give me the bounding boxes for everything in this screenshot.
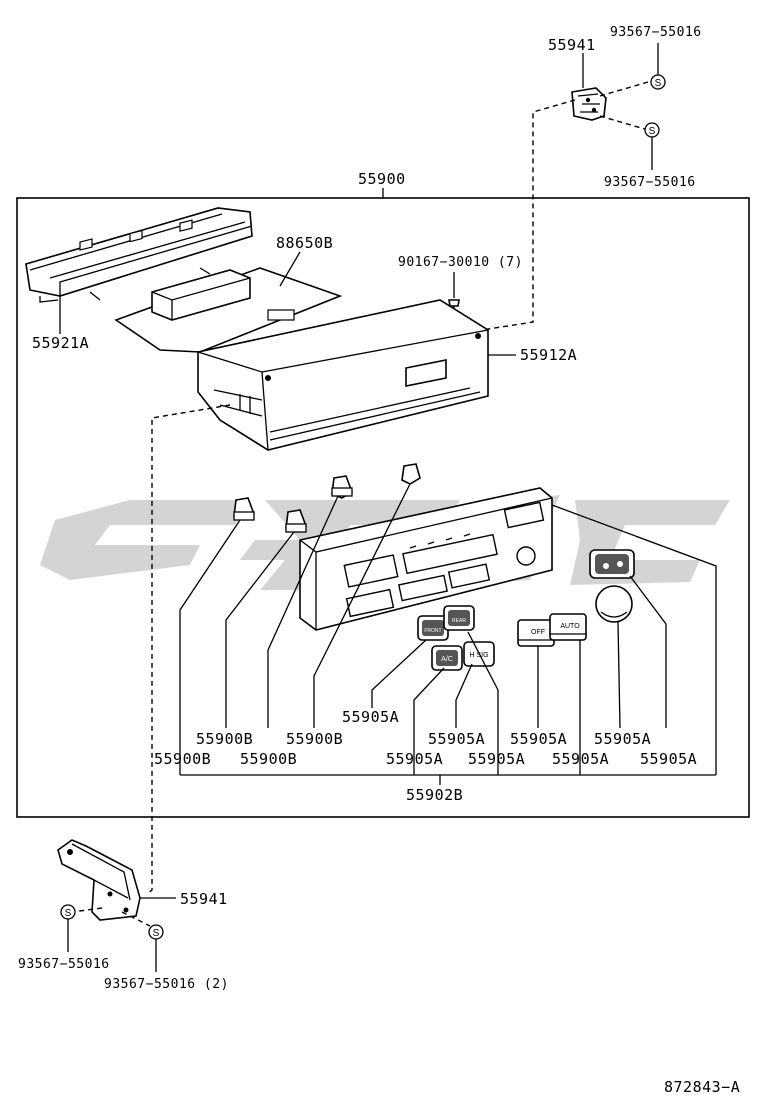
bulb-2: [285, 509, 307, 533]
cover-88650b: [114, 267, 343, 353]
label-bracket-bottom: 55941: [180, 890, 228, 908]
label-screw-bottom-a: 93567−55016: [18, 957, 110, 972]
label-cover: 88650B: [276, 234, 333, 252]
label-panel-55921a: 55921A: [32, 334, 89, 352]
label-screw-top-a: 93567−55016: [610, 25, 702, 40]
label-knob-left-2: 55900B: [240, 750, 297, 768]
svg-text:S: S: [65, 908, 72, 919]
label-bracket-top: 55941: [548, 36, 596, 54]
screw-bottom-b-symbol: S: [148, 924, 164, 940]
svg-text:FRONT: FRONT: [424, 628, 441, 634]
label-screw-bottom-b: 93567−55016 (2): [104, 977, 229, 992]
label-button-3: 55905A: [510, 730, 567, 748]
svg-text:S: S: [655, 78, 662, 89]
label-knob-left-1: 55900B: [154, 750, 211, 768]
svg-text:REAR: REAR: [452, 618, 466, 624]
label-control-panel: 55902B: [406, 786, 463, 804]
label-knob-mid-2: 55900B: [286, 730, 343, 748]
bulb-3: [331, 475, 353, 499]
unit-55912a: [197, 299, 489, 451]
label-screw-90167: 90167−30010 (7): [398, 255, 523, 270]
button-auto: AUTO: [549, 613, 587, 641]
label-button-8: 55905A: [640, 750, 697, 768]
label-assembly: 55900: [358, 170, 406, 188]
bracket-bottom: [57, 839, 141, 921]
label-button-5: 55905A: [386, 750, 443, 768]
label-button-7: 55905A: [552, 750, 609, 768]
svg-text:S: S: [649, 126, 656, 137]
diagram-code: 872843−A: [664, 1078, 740, 1096]
label-button-2: 55905A: [428, 730, 485, 748]
label-screw-top-b: 93567−55016: [604, 175, 696, 190]
svg-text:H SIG: H SIG: [469, 652, 488, 659]
button-recirculation: [589, 549, 635, 579]
knob-round: [595, 585, 633, 623]
label-knob-mid-1: 55900B: [196, 730, 253, 748]
control-panel-55902b: [299, 487, 553, 631]
svg-text:A/C: A/C: [441, 656, 453, 663]
svg-text:S: S: [153, 928, 160, 939]
svg-text:AUTO: AUTO: [560, 623, 580, 630]
label-button-4: 55905A: [594, 730, 651, 748]
svg-text:OFF: OFF: [531, 629, 545, 636]
bulb-1: [233, 497, 255, 521]
screw-bottom-a-symbol: S: [60, 904, 76, 920]
leader-lines: [179, 483, 717, 785]
label-button-1: 55905A: [342, 708, 399, 726]
button-a-c: A/C: [431, 645, 463, 671]
bulb-4: [401, 463, 421, 485]
screw-top-b-symbol: S: [644, 122, 660, 138]
bracket-top: [571, 87, 607, 121]
label-unit-55912a: 55912A: [520, 346, 577, 364]
panel-55921a: [25, 207, 253, 303]
label-button-6: 55905A: [468, 750, 525, 768]
button-off: OFF: [517, 619, 555, 647]
button-rear: REAR: [443, 605, 475, 631]
screw-top-a-symbol: S: [650, 74, 666, 90]
button-front: FRONT: [417, 615, 449, 641]
